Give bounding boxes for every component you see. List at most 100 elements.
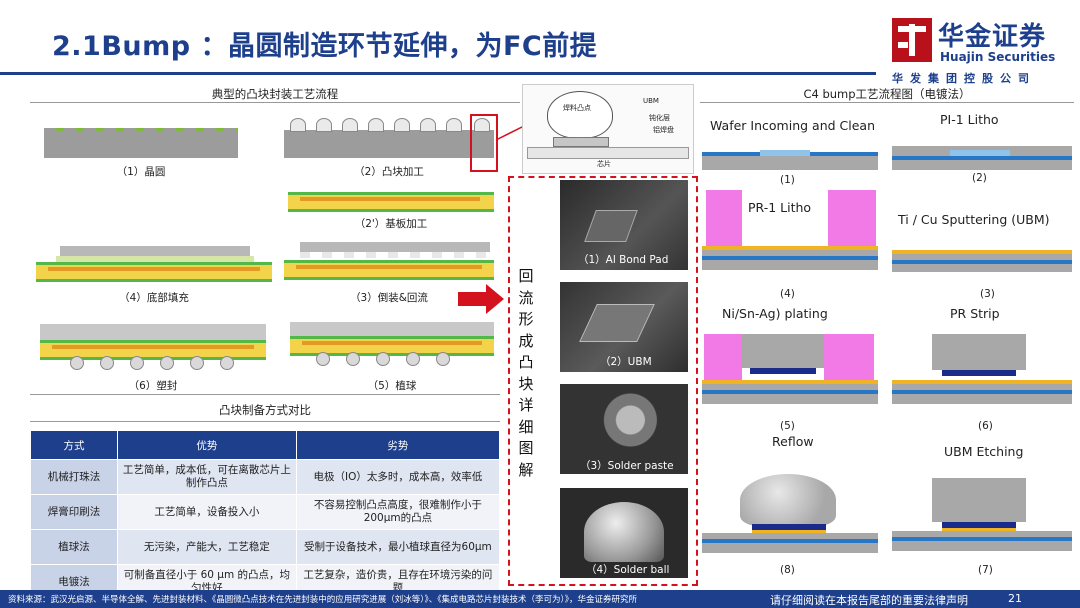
step-flip-caption: （3）倒装&回流 bbox=[350, 292, 428, 304]
table-row: 电镀法 可制备直径小于 60 μm 的凸点，均匀性好 工艺复杂，造价贵，且存在环… bbox=[30, 564, 501, 600]
c4-step3-label: Ti / Cu Sputtering (UBM) bbox=[898, 212, 1050, 227]
c4-5-ni bbox=[750, 368, 816, 374]
c4-heading: C4 bump工艺流程图（电镀法） bbox=[803, 87, 971, 101]
solder-ball bbox=[436, 352, 450, 366]
pro-cell: 工艺简单，设备投入小 bbox=[117, 494, 297, 530]
c4-5-gold bbox=[702, 380, 878, 384]
c4-num6: (6) bbox=[978, 420, 993, 432]
underfill-layer bbox=[56, 256, 254, 262]
flip-bumps bbox=[300, 252, 490, 258]
sem4-caption: （4）Solder ball bbox=[586, 564, 670, 576]
c4-1-wafer bbox=[702, 156, 878, 170]
sem-solder-ball-image: （4）Solder ball bbox=[560, 488, 688, 578]
c4-2-wafer bbox=[892, 160, 1072, 170]
solder-ball bbox=[190, 356, 204, 370]
sem-al-bond-pad-image: （1）Al Bond Pad bbox=[560, 180, 688, 270]
table-row: 焊膏印刷法 工艺简单，设备投入小 不容易控制凸点高度，很难制作小于200μm的凸… bbox=[30, 494, 501, 530]
step-wafer-caption: （1）晶圆 bbox=[116, 166, 166, 178]
ballmount-cap bbox=[290, 322, 494, 336]
solder-ball bbox=[220, 356, 234, 370]
c4-step4-label: PR-1 Litho bbox=[748, 200, 812, 215]
c4-6-blue bbox=[892, 390, 1072, 394]
c4-5-wafer bbox=[702, 394, 878, 404]
step-mold-caption: （6）塑封 bbox=[128, 380, 178, 392]
compare-heading-line bbox=[30, 421, 500, 422]
c4-8-gold bbox=[752, 530, 826, 533]
c4-num2: (2) bbox=[972, 172, 987, 184]
zoom-highlight-box bbox=[470, 114, 498, 172]
c4-5-pr-left bbox=[704, 334, 742, 380]
c4-1-pad bbox=[760, 150, 810, 156]
c4-6-ni bbox=[942, 370, 1016, 376]
c4-7-gold bbox=[942, 528, 1016, 531]
method-cell: 焊膏印刷法 bbox=[30, 494, 118, 530]
c4-4-pi bbox=[702, 250, 878, 256]
ubm-shape bbox=[579, 304, 655, 342]
bump bbox=[420, 118, 436, 132]
flip-trace bbox=[296, 265, 482, 269]
ubm-layer bbox=[553, 137, 609, 147]
flip-substrate bbox=[284, 260, 494, 280]
inset-bump-label: 焊料凸点 bbox=[563, 104, 591, 112]
solder-ball bbox=[376, 352, 390, 366]
c4-2-pad bbox=[950, 150, 1010, 156]
inset-chip-label: 芯片 bbox=[597, 160, 611, 168]
vertical-char: 形 bbox=[518, 310, 534, 328]
footer-bar bbox=[0, 590, 1080, 608]
c4-8-reflowed-bump bbox=[740, 474, 836, 526]
c4-num3: (3) bbox=[980, 288, 995, 300]
wafer-diagram bbox=[44, 130, 238, 158]
c4-step6-label: PR Strip bbox=[950, 306, 1000, 321]
footer-source: 资料来源：武汉光启源、半导体全解、先进封装材料、《晶圆微凸点技术在先进封装中的应… bbox=[8, 595, 638, 605]
c4-4-blue bbox=[702, 256, 878, 260]
c4-3-wafer bbox=[892, 264, 1072, 272]
logo-subtitle: 华发集团控股公司 bbox=[892, 72, 1036, 85]
table-row: 机械打珠法 工艺简单，成本低，可在离散芯片上制作凸点 电极（IO）太多时，成本高… bbox=[30, 459, 501, 495]
bump bbox=[316, 118, 332, 132]
vertical-char: 细 bbox=[518, 417, 534, 436]
inset-al-pad-label: 铝焊盘 bbox=[653, 126, 674, 134]
c4-4-wafer bbox=[702, 260, 878, 270]
comparison-table: 方式 优势 劣势 机械打珠法 工艺简单，成本低，可在离散芯片上制作凸点 电极（I… bbox=[30, 430, 501, 600]
c4-5-pr-right bbox=[824, 334, 874, 380]
bumped-wafer-diagram bbox=[284, 130, 494, 158]
c4-step1-label: Wafer Incoming and Clean bbox=[710, 118, 875, 133]
c4-6-plating bbox=[932, 334, 1026, 370]
c4-7-pi bbox=[892, 531, 1072, 537]
sem1-caption: （1）Al Bond Pad bbox=[578, 254, 669, 266]
c4-8-pi bbox=[702, 533, 878, 539]
vertical-char: 图 bbox=[518, 439, 534, 457]
substrate-diagram bbox=[288, 192, 494, 212]
c4-3-pi bbox=[892, 254, 1072, 260]
c4-5-plating bbox=[742, 334, 824, 368]
underfill-chip bbox=[60, 246, 250, 256]
c4-6-pi bbox=[892, 384, 1072, 390]
c4-heading-line bbox=[700, 102, 1074, 103]
bump-structure-inset: 焊料凸点 UBM 钝化层 铝焊盘 芯片 bbox=[522, 84, 694, 174]
step-ballmount-caption: （5）植球 bbox=[367, 380, 417, 392]
sem3-caption: （3）Solder paste bbox=[580, 460, 674, 472]
solder-bump-shape bbox=[547, 91, 613, 139]
solder-ball bbox=[160, 356, 174, 370]
logo-english-name: Huajin Securities bbox=[940, 50, 1056, 64]
pro-cell: 无污染，产能大，工艺稳定 bbox=[117, 529, 297, 565]
vertical-char: 凸 bbox=[518, 353, 534, 371]
flow-heading-line bbox=[30, 102, 520, 103]
solder-ball bbox=[406, 352, 420, 366]
c4-num7: (7) bbox=[978, 564, 993, 576]
mold-cap bbox=[40, 324, 266, 340]
sem-solder-paste-image: （3）Solder paste bbox=[560, 384, 688, 474]
table-row: 植球法 无污染，产能大，工艺稳定 受制于设备技术，最小植球直径为60μm bbox=[30, 529, 501, 565]
mold-trace bbox=[52, 345, 254, 349]
c4-8-wafer bbox=[702, 543, 878, 553]
bump bbox=[474, 118, 490, 132]
pad-shape bbox=[584, 210, 638, 242]
c4-num8: (8) bbox=[780, 564, 795, 576]
page-number: 21 bbox=[1008, 592, 1022, 605]
c4-8-ni bbox=[752, 524, 826, 530]
step-underfill-caption: （4）底部填充 bbox=[119, 292, 189, 304]
underfill-trace bbox=[48, 267, 260, 271]
underfill-substrate bbox=[36, 262, 272, 282]
c4-4-pr-left bbox=[706, 190, 742, 246]
pro-cell: 工艺简单，成本低，可在离散芯片上制作凸点 bbox=[117, 459, 297, 495]
